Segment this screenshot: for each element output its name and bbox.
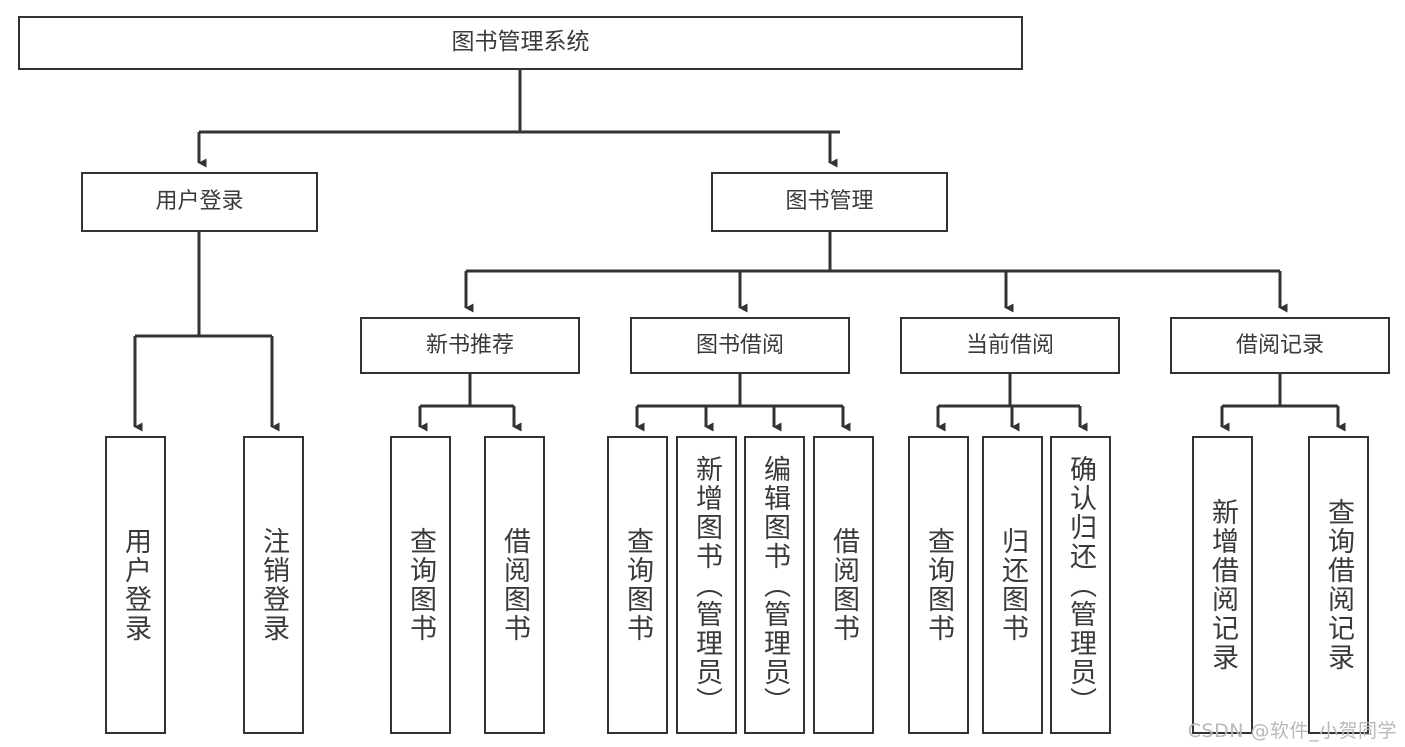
node-leaf-add-book-label: 新增图书（管理员） (691, 454, 722, 716)
node-leaf-add-record-label: 新增借阅记录 (1207, 498, 1238, 672)
node-book-management[interactable]: 图书管理 (711, 172, 948, 232)
node-current-borrow-label: 当前借阅 (965, 332, 1054, 358)
node-leaf-borrow-book-2[interactable]: 借阅图书 (813, 436, 874, 734)
node-leaf-user-logout-label: 注销登录 (258, 527, 289, 643)
node-leaf-edit-book-label: 编辑图书（管理员） (759, 454, 790, 716)
node-current-borrow[interactable]: 当前借阅 (900, 317, 1120, 374)
node-leaf-borrow-book-2-label: 借阅图书 (828, 527, 859, 643)
node-leaf-query-book-1[interactable]: 查询图书 (390, 436, 451, 734)
csdn-watermark: CSDN @软件_小贺同学 (1187, 720, 1397, 742)
node-borrow-record-label: 借阅记录 (1235, 332, 1324, 358)
node-leaf-query-record[interactable]: 查询借阅记录 (1308, 436, 1369, 734)
node-leaf-user-login-label: 用户登录 (120, 527, 151, 643)
node-leaf-return-book[interactable]: 归还图书 (982, 436, 1043, 734)
node-leaf-add-record[interactable]: 新增借阅记录 (1192, 436, 1253, 734)
node-new-book-recommend-label: 新书推荐 (425, 332, 514, 358)
node-leaf-edit-book[interactable]: 编辑图书（管理员） (744, 436, 805, 734)
node-leaf-user-login[interactable]: 用户登录 (105, 436, 166, 734)
node-book-borrow[interactable]: 图书借阅 (630, 317, 850, 374)
node-book-management-label: 图书管理 (785, 189, 874, 215)
node-leaf-user-logout[interactable]: 注销登录 (243, 436, 304, 734)
node-leaf-confirm-return-label: 确认归还（管理员） (1065, 454, 1096, 716)
node-leaf-query-book-1-label: 查询图书 (405, 527, 436, 643)
node-leaf-query-book-3[interactable]: 查询图书 (908, 436, 969, 734)
node-new-book-recommend[interactable]: 新书推荐 (360, 317, 580, 374)
node-leaf-borrow-book-1-label: 借阅图书 (499, 527, 530, 643)
node-root-system[interactable]: 图书管理系统 (18, 16, 1023, 70)
node-leaf-confirm-return[interactable]: 确认归还（管理员） (1050, 436, 1111, 734)
node-user-login-label: 用户登录 (155, 189, 244, 215)
node-leaf-query-book-2-label: 查询图书 (622, 527, 653, 643)
node-leaf-add-book[interactable]: 新增图书（管理员） (676, 436, 737, 734)
node-leaf-query-book-3-label: 查询图书 (923, 527, 954, 643)
node-user-login[interactable]: 用户登录 (81, 172, 318, 232)
node-leaf-borrow-book-1[interactable]: 借阅图书 (484, 436, 545, 734)
node-leaf-query-record-label: 查询借阅记录 (1323, 498, 1354, 672)
node-root-label: 图书管理系统 (451, 29, 590, 56)
node-leaf-query-book-2[interactable]: 查询图书 (607, 436, 668, 734)
node-leaf-return-book-label: 归还图书 (997, 527, 1028, 643)
node-borrow-record[interactable]: 借阅记录 (1170, 317, 1390, 374)
node-book-borrow-label: 图书借阅 (695, 332, 784, 358)
